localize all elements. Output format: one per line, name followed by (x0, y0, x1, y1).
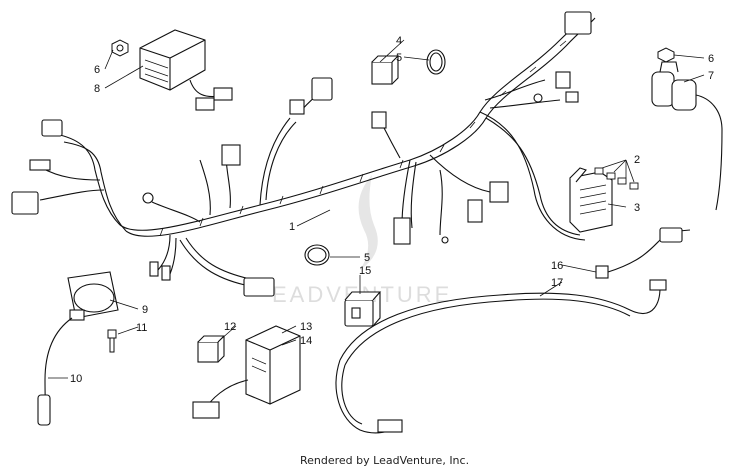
bolt-left (107, 329, 117, 353)
credit-text: Rendered by LeadVenture, Inc. (300, 454, 469, 467)
callout-12-relay-small: 12 (224, 321, 236, 333)
ignition-coil-left (37, 271, 119, 426)
watermark-logo (358, 175, 378, 270)
fuse-block (569, 167, 613, 233)
callout-11-bolt: 11 (136, 322, 147, 334)
ignition-coil-top-right (651, 61, 723, 211)
leader-lines (48, 39, 705, 379)
voltage-regulator (139, 29, 233, 111)
clamp-middle (304, 244, 330, 266)
callout-10-plug-lead: 10 (70, 373, 82, 385)
callout-16-terminal: 16 (551, 260, 563, 272)
fuses (594, 167, 639, 190)
callout-4-relay: 4 (396, 35, 402, 47)
callout-15-relay: 15 (359, 265, 371, 277)
callout-3-fuse-block: 3 (634, 202, 640, 214)
cap-nut-top-right (657, 47, 675, 63)
relay-middle (344, 291, 382, 327)
callout-14-module: 14 (300, 335, 312, 347)
nut-top-left (111, 39, 129, 57)
battery-cable (335, 229, 691, 434)
callout-6-cap-nut: 6 (708, 53, 714, 65)
callout-1-harness: 1 (289, 221, 295, 233)
battery-terminals (377, 227, 683, 433)
relay-top (371, 55, 400, 85)
callout-13-module: 13 (300, 321, 312, 333)
cdi-module (192, 325, 301, 419)
callout-9-coil: 9 (142, 304, 148, 316)
callout-5-clamp-top: 5 (396, 52, 402, 64)
callout-6-nut-left: 6 (94, 64, 100, 76)
callout-2-fuses: 2 (634, 154, 640, 166)
harness-connectors (11, 11, 592, 297)
callout-8-regulator: 8 (94, 83, 100, 95)
callout-7-ignition-coil: 7 (708, 70, 714, 82)
callout-5-clamp-middle: 5 (364, 252, 370, 264)
clamp-top (426, 49, 446, 75)
callout-17-battery-cable: 17 (551, 277, 563, 289)
callout-labels: 6 8 4 5 6 7 2 3 1 5 15 16 17 9 11 10 12 … (70, 35, 714, 385)
